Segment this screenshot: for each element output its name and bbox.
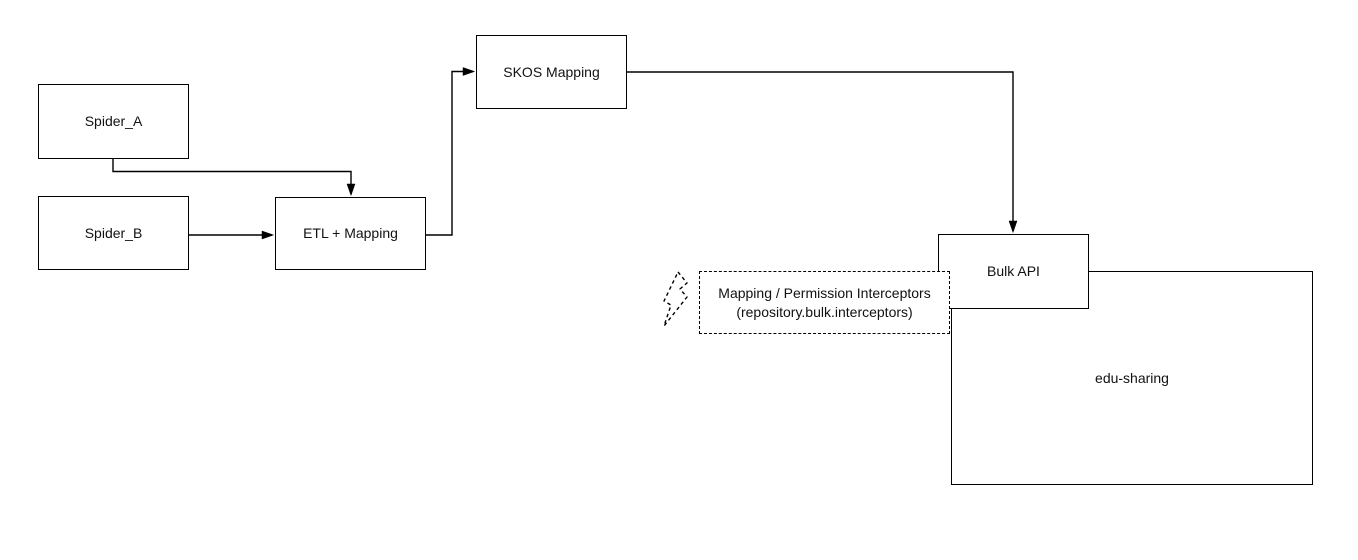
node-skos-mapping: SKOS Mapping xyxy=(476,35,627,109)
node-interceptors-label-line2: (repository.bulk.interceptors) xyxy=(736,303,913,320)
node-skos-mapping-label: SKOS Mapping xyxy=(503,63,600,80)
node-etl-mapping-label: ETL + Mapping xyxy=(303,225,398,241)
edge-etl-to-skos xyxy=(425,67,476,236)
node-spider-a-label: Spider_A xyxy=(84,113,143,129)
node-bulk-api: Bulk API xyxy=(938,234,1089,309)
node-spider-b-label: Spider_B xyxy=(84,224,143,241)
edge-spider-a-to-etl xyxy=(112,159,356,197)
node-spider-a: Spider_A xyxy=(38,84,189,159)
edge-skos-to-bulk-api xyxy=(626,71,1018,234)
node-spider-b: Spider_B xyxy=(38,196,189,270)
node-interceptors-label-line1: Mapping / Permission Interceptors xyxy=(718,284,931,301)
node-interceptors: Mapping / Permission Interceptors (repos… xyxy=(699,271,950,334)
node-bulk-api-label: Bulk API xyxy=(987,263,1040,279)
lightning-bolt-icon xyxy=(663,271,688,327)
node-edu-sharing-label: edu-sharing xyxy=(1095,369,1169,386)
node-etl-mapping: ETL + Mapping xyxy=(275,197,426,270)
